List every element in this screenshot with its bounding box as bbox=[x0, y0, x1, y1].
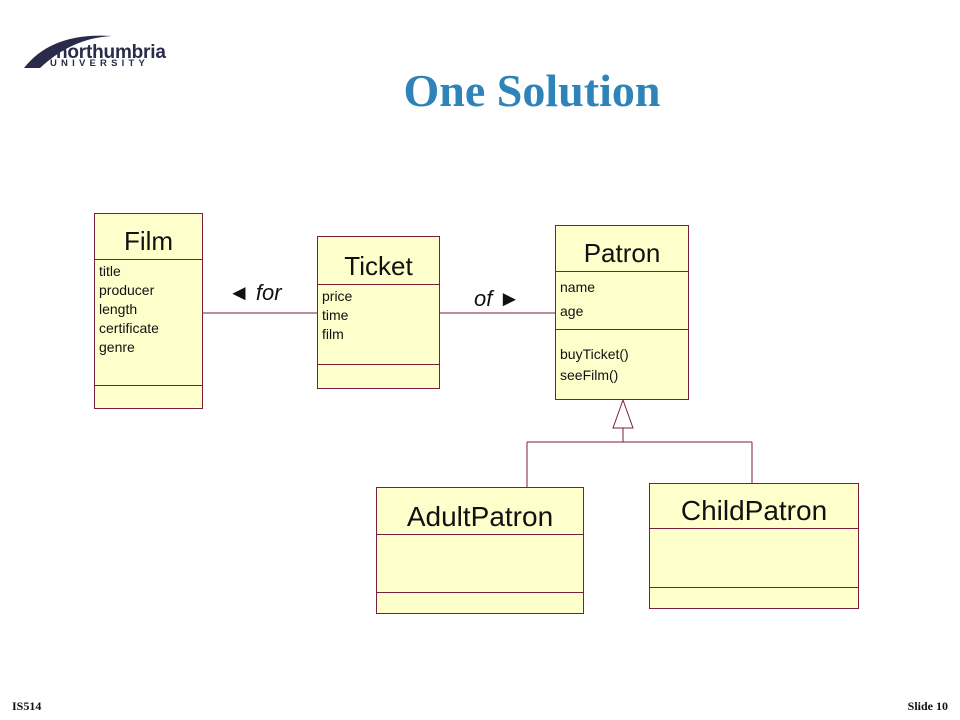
class-film[interactable]: Film title producer length certificate g… bbox=[94, 213, 203, 409]
class-childpatron[interactable]: ChildPatron bbox=[649, 483, 859, 609]
class-childpatron-divider bbox=[650, 528, 858, 529]
attribute-producer: producer bbox=[99, 282, 155, 298]
footer-course: IS514 bbox=[12, 699, 42, 713]
association-label-for: ◄ for bbox=[228, 280, 282, 305]
attribute-genre: genre bbox=[99, 339, 135, 355]
attribute-time: time bbox=[322, 307, 349, 323]
class-patron-divider-ops bbox=[556, 329, 688, 330]
class-childpatron-divider-ops bbox=[650, 587, 858, 588]
attribute-name: name bbox=[560, 279, 596, 295]
operation-buyticket: buyTicket() bbox=[560, 346, 629, 362]
class-adultpatron-name: AdultPatron bbox=[406, 501, 554, 532]
class-film-name: Film bbox=[123, 226, 174, 256]
operation-seefilm: seeFilm() bbox=[560, 367, 619, 383]
attribute-film: film bbox=[322, 326, 344, 342]
logo-subtitle: UNIVERSITY bbox=[50, 58, 150, 69]
attribute-age: age bbox=[560, 303, 584, 319]
class-adultpatron-divider bbox=[377, 534, 583, 535]
attribute-certificate: certificate bbox=[99, 320, 159, 336]
logo-name: northumbria bbox=[56, 42, 166, 63]
logo-swoosh-icon bbox=[24, 35, 112, 68]
class-childpatron-name: ChildPatron bbox=[680, 495, 828, 526]
slide-title: One Solution bbox=[403, 65, 661, 116]
class-patron-name: Patron bbox=[583, 238, 661, 268]
class-ticket-name: Ticket bbox=[344, 251, 413, 281]
class-patron-operations: buyTicket() seeFilm() bbox=[560, 344, 629, 386]
class-patron-divider bbox=[556, 271, 688, 272]
class-ticket-divider bbox=[318, 284, 439, 285]
class-ticket-attributes: price time film bbox=[322, 287, 352, 344]
university-logo bbox=[22, 30, 192, 76]
footer-slide-number: Slide 10 bbox=[907, 699, 948, 713]
class-ticket-divider-ops bbox=[318, 364, 439, 365]
class-film-attributes: title producer length certificate genre bbox=[99, 262, 159, 357]
class-film-divider bbox=[95, 259, 202, 260]
attribute-price: price bbox=[322, 288, 353, 304]
attribute-title: title bbox=[99, 263, 121, 279]
class-adultpatron[interactable]: AdultPatron bbox=[376, 487, 584, 614]
class-adultpatron-divider-ops bbox=[377, 592, 583, 593]
class-film-divider-ops bbox=[95, 385, 202, 386]
attribute-length: length bbox=[99, 301, 138, 317]
association-label-of: of ► bbox=[474, 286, 521, 311]
class-patron-attributes: name age bbox=[560, 275, 595, 323]
class-patron[interactable]: Patron name age buyTicket() seeFilm() bbox=[555, 225, 689, 400]
class-ticket[interactable]: Ticket price time film bbox=[317, 236, 440, 389]
generalization-triangle bbox=[612, 398, 634, 429]
